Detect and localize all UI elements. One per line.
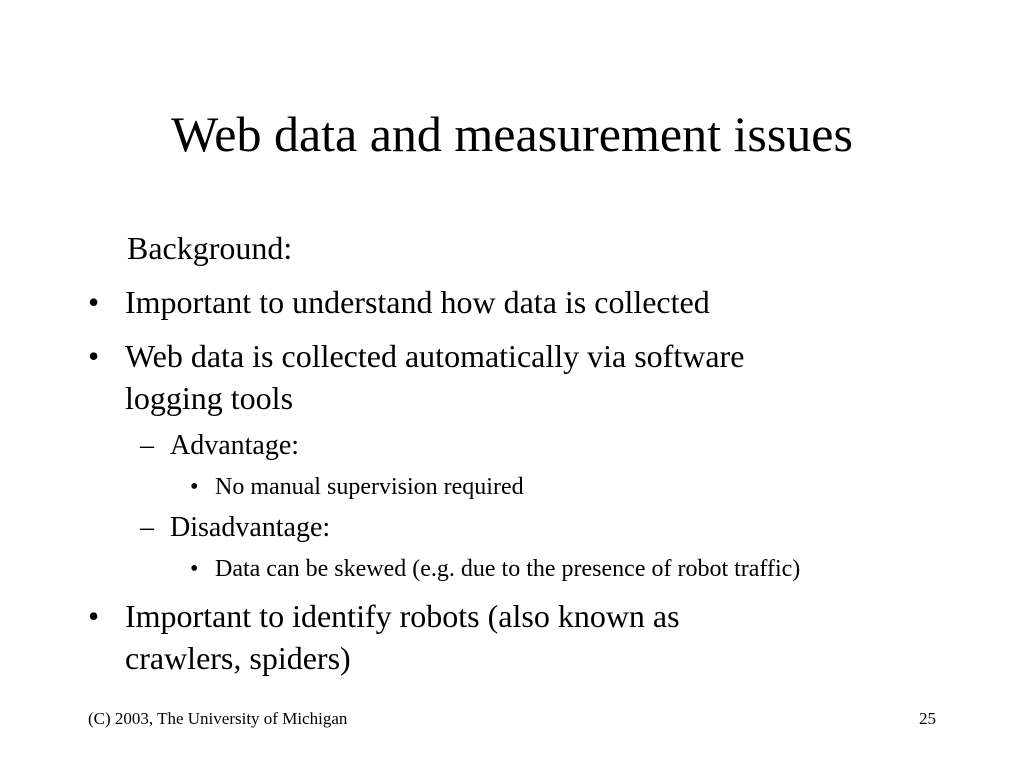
bullet-text: Web data is collected automatically via … <box>125 338 745 374</box>
intro-text: Background: <box>127 230 293 266</box>
sub-bullet-marker: – <box>140 430 154 461</box>
slide-title: Web data and measurement issues <box>171 106 853 162</box>
footer-copyright: (C) 2003, The University of Michigan <box>88 709 348 728</box>
bullet-text: Important to identify robots (also known… <box>125 598 680 634</box>
bullet-marker: • <box>88 284 100 320</box>
sub-bullet-text: Advantage: <box>170 430 300 461</box>
sub-sub-bullet-text: No manual supervision required <box>215 474 524 500</box>
sub-sub-bullet-marker: • <box>190 556 199 582</box>
slide-number: 25 <box>919 709 936 728</box>
bullet-text: Important to understand how data is coll… <box>125 284 710 320</box>
bullet-marker: • <box>88 598 100 634</box>
bullet-text-continuation: logging tools <box>125 380 294 416</box>
sub-bullet-text: Disadvantage: <box>170 512 331 543</box>
sub-sub-bullet-text: Data can be skewed (e.g. due to the pres… <box>215 556 801 582</box>
bullet-text-continuation: crawlers, spiders) <box>125 640 351 676</box>
sub-sub-bullet-marker: • <box>190 474 199 500</box>
bullet-marker: • <box>88 338 100 374</box>
sub-bullet-marker: – <box>140 512 154 543</box>
